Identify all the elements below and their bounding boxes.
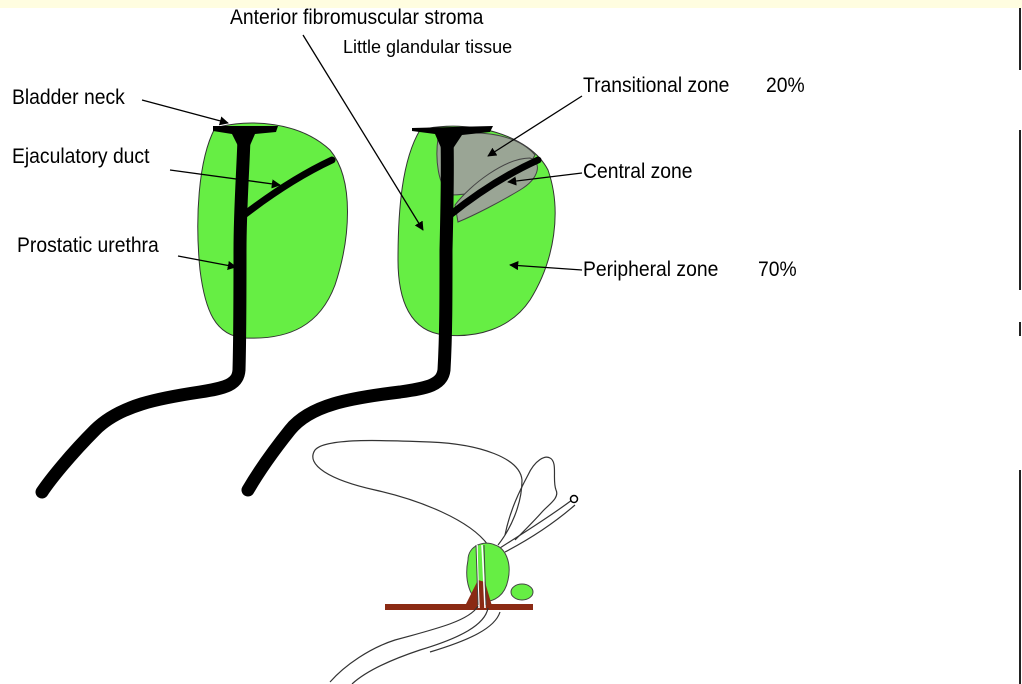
sagittal-urethra-outline [475,544,487,606]
leader-ejaculatory-duct [169,169,281,189]
edge-mark [1019,130,1021,290]
left-prostate [35,122,348,499]
label-ejaculatory-duct: Ejaculatory duct [12,145,150,168]
pelvic-floor-bar [385,604,533,610]
vas-deferens [499,499,576,553]
leader-central-zone [507,172,583,186]
bladder-outline [312,439,523,546]
leader-bladder-neck [141,99,229,126]
label-peripheral-pct: 70% [758,258,797,281]
sagittal-schematic [312,439,579,684]
leader-transitional-zone [487,95,583,157]
left-ejaculatory-duct [240,156,336,219]
label-prostatic-urethra: Prostatic urethra [17,234,159,257]
leader-peripheral-zone [509,261,583,271]
leader-prostatic-urethra [177,255,237,270]
bulbourethral-gland [510,583,534,601]
sagittal-urethra [476,544,486,609]
label-peripheral-zone: Peripheral zone [583,258,719,281]
edge-mark [1019,322,1021,336]
edge-mark [1019,470,1021,684]
label-little-glandular: Little glandular tissue [343,37,513,57]
penile-outline [329,605,489,684]
label-bladder-neck: Bladder neck [12,86,125,109]
leader-anterior-stroma [302,34,424,231]
left-urethra [35,131,251,499]
left-gland [197,122,348,339]
penile-urethra [429,611,501,653]
top-band [0,0,1022,8]
label-central-zone: Central zone [583,160,693,183]
vas-end-circle [569,494,579,504]
label-transitional-pct: 20% [766,74,805,97]
leader-lines [141,34,583,271]
label-transitional-zone: Transitional zone [583,74,730,97]
seminal-vesicle [504,456,558,541]
right-urethra [241,131,454,497]
edge-mark [1019,8,1021,70]
label-anterior-stroma: Anterior fibromuscular stroma [230,6,484,29]
right-ejaculatory-duct [446,156,542,219]
